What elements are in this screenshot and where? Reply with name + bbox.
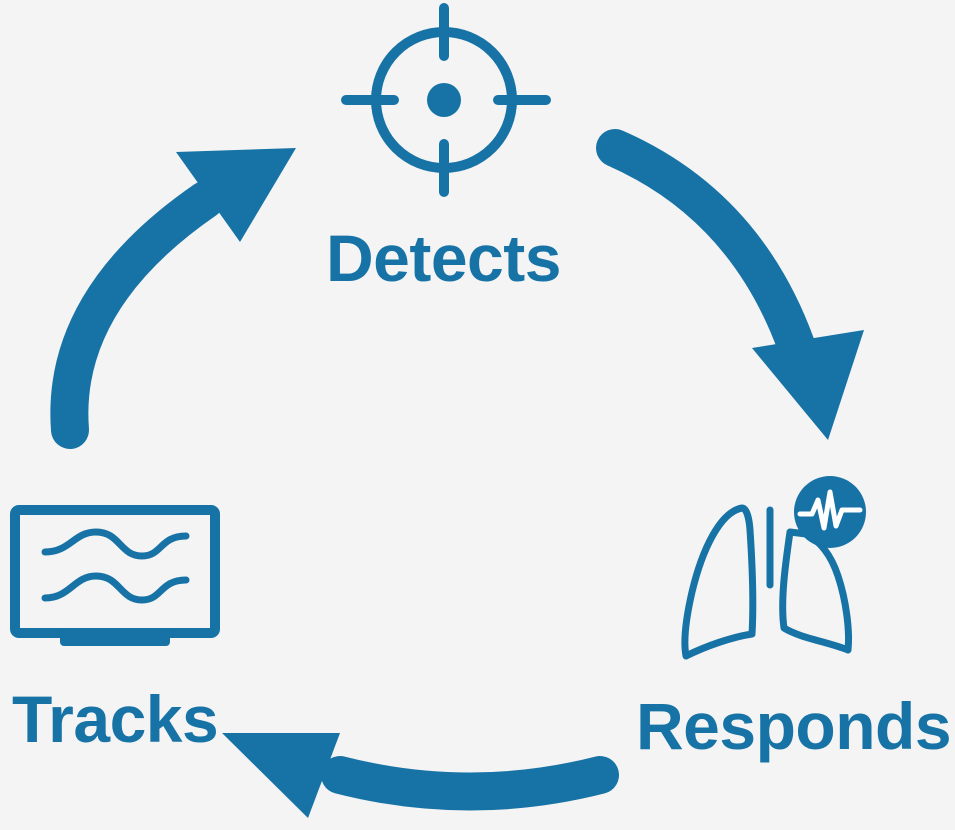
arrow-detects-to-responds [615,148,864,440]
arrow-responds-to-tracks [222,733,600,818]
lungs-with-pulse-icon [685,476,866,656]
crosshair-target-icon [346,8,546,192]
step-label-responds: Responds [636,693,951,759]
step-label-detects: Detects [326,225,561,291]
monitor-waveform-icon [15,510,215,646]
arrow-tracks-to-detects [69,148,296,430]
step-label-tracks: Tracks [12,686,218,752]
